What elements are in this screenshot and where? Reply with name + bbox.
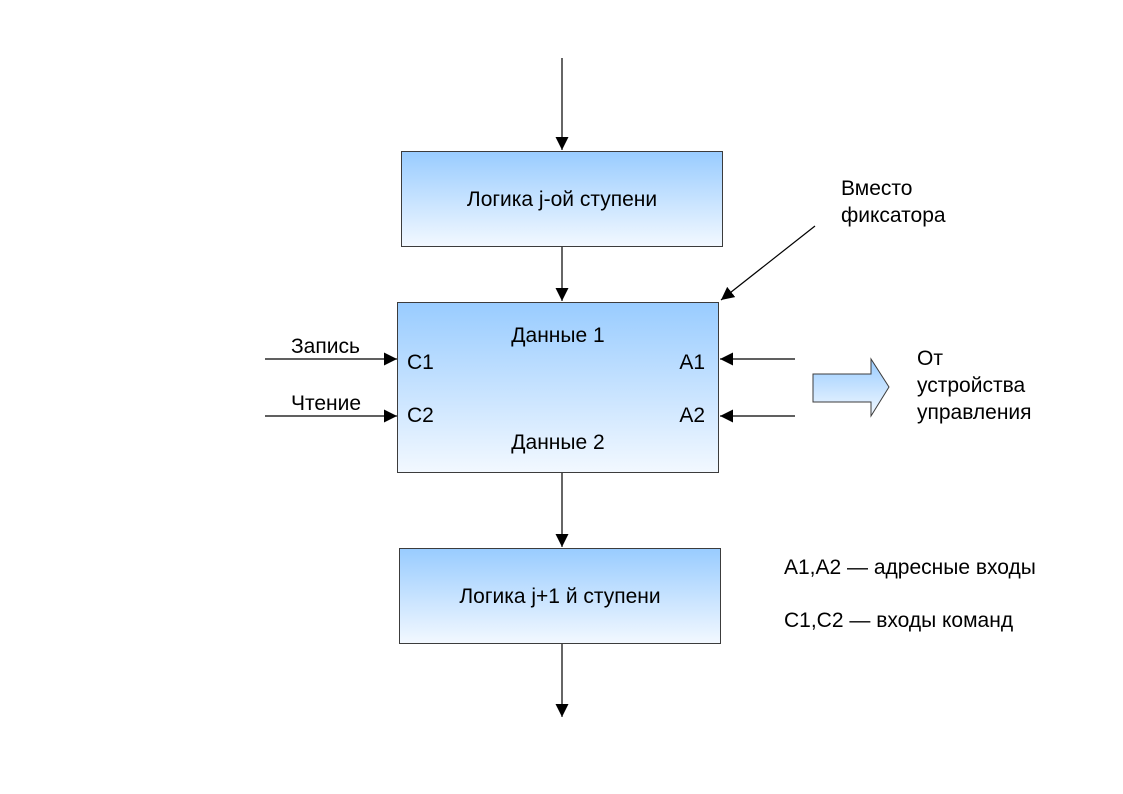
instead-of-latch-line-2: фиксатора: [841, 204, 946, 227]
write-label: Запись: [291, 335, 360, 358]
a1-label: А1: [679, 351, 705, 374]
block-arrow-control-unit: [812, 357, 890, 418]
instead-of-latch-note: Вместо фиксатора: [841, 175, 946, 229]
logic-j1-label: Логика j+1 й ступени: [459, 585, 661, 608]
logic-j-label: Логика j-ой ступени: [466, 188, 658, 211]
data2-label: Данные 2: [511, 431, 605, 454]
c2-label: С2: [407, 404, 434, 427]
from-control-unit-line-1: От: [917, 347, 943, 370]
data1-label: Данные 1: [511, 324, 605, 347]
c1-label: С1: [407, 351, 434, 374]
register-block: Данные 1 С1 А1 С2 А2 Данные 2: [397, 302, 719, 473]
logic-j1-block: Логика j+1 й ступени: [399, 548, 721, 644]
instead-of-latch-line-1: Вместо: [841, 177, 913, 200]
from-control-unit-line-2: устройства: [917, 374, 1026, 397]
arrow-instead-of-latch: [720, 225, 816, 301]
legend-command-inputs: С1,С2 — входы команд: [784, 609, 1014, 632]
from-control-unit-note: От устройства управления: [917, 345, 1032, 426]
read-label: Чтение: [291, 392, 362, 415]
a2-label: А2: [679, 404, 705, 427]
legend-address-inputs: А1,А2 — адресные входы: [784, 556, 1036, 579]
logic-j-block: Логика j-ой ступени: [401, 151, 723, 247]
from-control-unit-line-3: управления: [917, 401, 1032, 424]
